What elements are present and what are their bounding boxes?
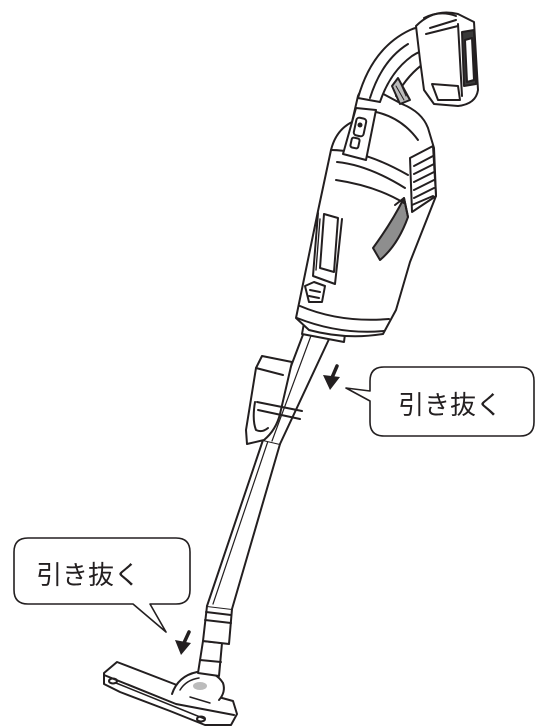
callout-bubble-right [345, 366, 535, 437]
down-arrow-icon [175, 630, 191, 655]
down-arrow-icon [323, 364, 340, 390]
lower-pipe [197, 439, 281, 677]
battery-pack [415, 11, 479, 107]
callout-label-upper: 引き抜く [398, 391, 503, 421]
vacuum-body [295, 86, 437, 338]
callout-label-lower: 引き抜く [36, 561, 141, 591]
callout-bubble-left [13, 537, 191, 633]
floor-nozzle [103, 661, 238, 726]
